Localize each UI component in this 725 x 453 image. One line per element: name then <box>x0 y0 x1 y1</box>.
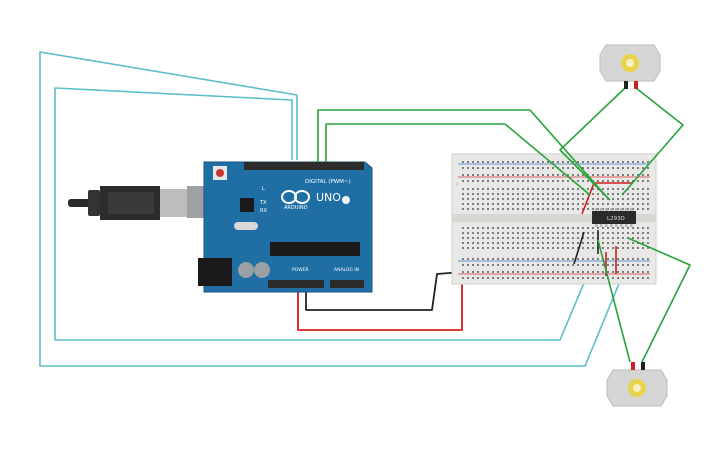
breadboard-row-label-1: 1 <box>456 182 458 186</box>
green-wire-motor-bottom-2 <box>627 237 691 363</box>
chip-pins <box>595 208 633 227</box>
usb-cable <box>68 186 225 220</box>
power-wires <box>297 271 463 331</box>
power-header-label: POWER <box>292 267 309 273</box>
digital-pin-header[interactable] <box>244 162 364 170</box>
black-wire-gnd <box>305 271 463 311</box>
chip-label: L293D <box>607 216 625 222</box>
led-label-tx: TX <box>259 200 267 206</box>
green-wire-motor-top-1 <box>559 87 626 201</box>
dc-motor-top[interactable] <box>599 44 661 89</box>
arduino-logo <box>281 190 310 204</box>
cyan-wire-inner <box>54 87 601 341</box>
green-wire-motor-bottom-1 <box>597 239 631 363</box>
dc-motor-bottom[interactable] <box>606 362 668 407</box>
led-label-rx: RX <box>260 208 267 214</box>
green-wire-arduino-1 <box>317 109 606 196</box>
digital-header-label: DIGITAL (PWM~) <box>305 179 351 185</box>
power-jack <box>198 258 232 286</box>
l293d-chip[interactable]: L293D <box>592 208 636 227</box>
green-wire-arduino-2 <box>325 123 591 196</box>
cyan-wire-outer <box>39 51 636 367</box>
green-wires <box>317 87 691 363</box>
led-label-l: L <box>262 186 265 192</box>
red-wire-5v <box>297 280 463 331</box>
usb-chip <box>240 198 254 212</box>
analog-pin-header[interactable] <box>330 280 364 288</box>
black-jumper-2 <box>573 231 585 265</box>
arduino-logo-text: ARDUINO <box>284 205 308 211</box>
capacitor-1 <box>238 262 254 278</box>
green-wire-motor-top-2 <box>621 87 684 196</box>
arduino-uno-board[interactable]: DIGITAL (PWM~) L TX RX ARDUINO UNO POWER… <box>68 161 373 293</box>
arduino-model-text: UNO <box>316 191 341 204</box>
cyan-wires <box>39 51 636 367</box>
capacitor-2 <box>254 262 270 278</box>
atmega-chip <box>270 242 360 256</box>
crystal <box>234 222 258 230</box>
analog-header-label: ANALOG IN <box>334 267 359 273</box>
breadboard-holes <box>462 161 649 279</box>
power-pin-header[interactable] <box>268 280 324 288</box>
